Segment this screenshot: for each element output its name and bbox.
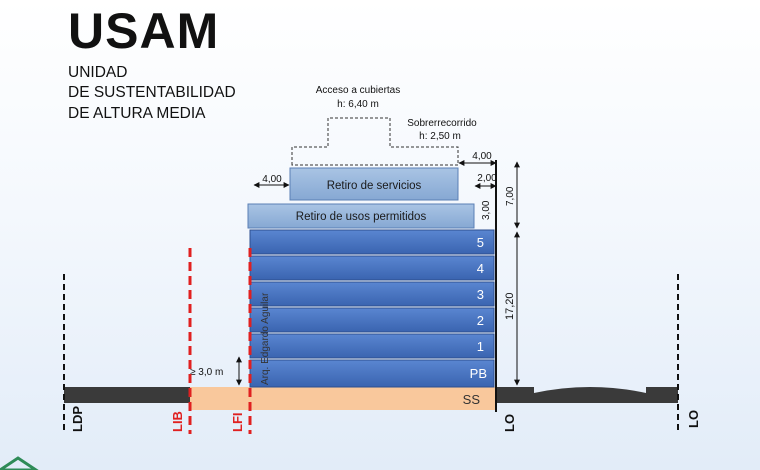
- logo-icon: [0, 456, 39, 470]
- floor-label-4: 4: [477, 261, 484, 276]
- access-title: Acceso a cubiertas: [316, 85, 401, 96]
- subtitle-line-1: UNIDAD: [68, 64, 128, 81]
- dim-setback-left: 4,00: [253, 174, 290, 188]
- floor-3: [249, 281, 495, 307]
- dim-height-usos: 3,00: [481, 200, 497, 228]
- dim-setback-left-label: 4,00: [262, 174, 282, 185]
- floor-2: [249, 307, 495, 333]
- page-title: USAM: [68, 3, 220, 59]
- subtitle-line-3: DE ALTURA MEDIA: [68, 105, 206, 122]
- author-signature: Arq. Edgardo Aguilar: [260, 292, 271, 385]
- setback-bands: Retiro de usos permitidos Retiro de serv…: [247, 167, 475, 229]
- floor-label-3: 3: [477, 287, 484, 302]
- basement-label: SS: [463, 392, 481, 407]
- basement-block: SS: [190, 387, 496, 410]
- floor-5: [249, 229, 495, 255]
- overrun-height: h: 2,50 m: [419, 131, 461, 142]
- band-usos-permitidos: [247, 203, 475, 229]
- floor-4: [249, 255, 495, 281]
- dim-height-main-label: 17,20: [504, 292, 516, 320]
- floor-1: [249, 333, 495, 359]
- subtitle-line-2: DE SUSTENTABILIDAD: [68, 84, 236, 101]
- dim-height-usos-label: 3,00: [481, 200, 492, 220]
- line-lib-label: LIB: [170, 411, 185, 432]
- floor-label-5: 5: [477, 235, 484, 250]
- band-servicios-label: Retiro de servicios: [327, 180, 422, 192]
- overrun-title: Sobrerrecorrido: [407, 118, 477, 129]
- dim-setback-right: 4,00: [458, 151, 497, 166]
- dim-min-distance: ≥ 3,0 m: [190, 356, 242, 386]
- line-lo-right-label: LO: [686, 410, 701, 428]
- line-ldp-label: LDP: [70, 406, 85, 432]
- line-lfi-label: LFI: [230, 413, 245, 433]
- band-usos-label: Retiro de usos permitidos: [296, 211, 427, 223]
- dim-setback-services-label: 2,00: [477, 173, 497, 184]
- dim-height-upper-label: 7,00: [505, 186, 516, 206]
- access-height: h: 6,40 m: [337, 99, 379, 110]
- dim-setback-services: 2,00: [474, 173, 497, 189]
- dim-setback-right-label: 4,00: [472, 151, 492, 162]
- dim-min-distance-label: ≥ 3,0 m: [190, 367, 223, 378]
- floor-label-pb: PB: [470, 366, 487, 381]
- floors: 5 4 3 2 1 PB: [249, 229, 495, 388]
- dim-height-upper: 7,00: [505, 161, 520, 229]
- ground-line: [64, 387, 678, 403]
- dim-height-main: 17,20: [504, 231, 520, 386]
- roof-access-outline: [291, 117, 459, 166]
- band-servicios: [289, 167, 459, 201]
- floor-label-2: 2: [477, 313, 484, 328]
- floor-label-1: 1: [477, 339, 484, 354]
- floor-pb: [249, 359, 495, 388]
- line-lo-left-label: LO: [502, 414, 517, 432]
